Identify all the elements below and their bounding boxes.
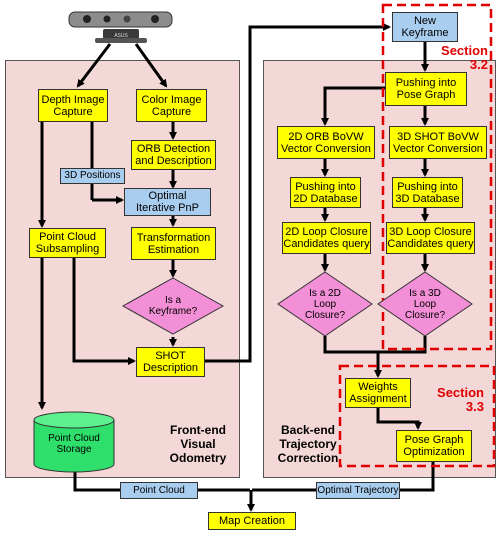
section-3-2-border [381, 3, 493, 351]
color-image-capture-box: Color Image Capture [136, 89, 207, 122]
section-3-2-label: Section 3.2 [441, 43, 488, 72]
new-keyframe-box: New Keyframe [392, 12, 458, 42]
push-2d-db-box: Pushing into 2D Database [290, 177, 361, 208]
svg-text:ASUS: ASUS [114, 33, 128, 39]
query-2d-box: 2D Loop Closure Candidates query [282, 222, 371, 254]
point-cloud-subsampling-box: Point Cloud Subsampling [29, 228, 106, 258]
depth-image-capture-box: Depth Image Capture [38, 89, 108, 122]
transformation-estimation-box: Transformation Estimation [131, 227, 216, 260]
weights-assignment-box: Weights Assignment [345, 378, 411, 408]
loop2d-decision-label: Is a 2D Loop Closure? [304, 288, 346, 321]
keyframe-decision-diamond [121, 277, 225, 335]
backend-title: Back-end Trajectory Correction [277, 423, 339, 465]
point-cloud-storage-label: Point Cloud Storage [48, 433, 100, 455]
point-cloud-storage-cylinder [33, 411, 115, 473]
loop3d-decision-diamond [377, 271, 473, 337]
pose-graph-optimization-box: Pose Graph Optimization [396, 430, 472, 462]
optimal-trajectory-data-box: Optimal Trajectory [316, 482, 400, 499]
section-3-3-label: Section 3.3 [437, 385, 484, 414]
rgbd-camera-icon: ASUS [68, 11, 173, 43]
section-3-3-border [338, 364, 496, 468]
keyframe-decision-label: Is a Keyframe? [148, 295, 198, 317]
orb-detection-box: ORB Detection and Description [131, 140, 216, 170]
pose-graph-push-box: Pushing into Pose Graph [385, 72, 467, 106]
orb-bovw-box: 2D ORB BoVW Vector Conversion [277, 126, 375, 159]
optimal-pnp-box: Optimal Iterative PnP [124, 188, 211, 216]
shot-bovw-box: 3D SHOT BoVW Vector Conversion [389, 126, 487, 159]
map-creation-box: Map Creation [208, 512, 296, 530]
loop2d-decision-diamond [277, 271, 373, 337]
push-3d-db-box: Pushing into 3D Database [392, 177, 463, 208]
3d-positions-box: 3D Positions [60, 168, 125, 184]
frontend-title: Front-end Visual Odometry [169, 423, 227, 465]
query-3d-box: 3D Loop Closure Candidates query [386, 222, 475, 254]
loop3d-decision-label: Is a 3D Loop Closure? [404, 288, 446, 321]
point-cloud-data-box: Point Cloud [120, 482, 198, 499]
shot-description-box: SHOT Description [136, 347, 205, 377]
